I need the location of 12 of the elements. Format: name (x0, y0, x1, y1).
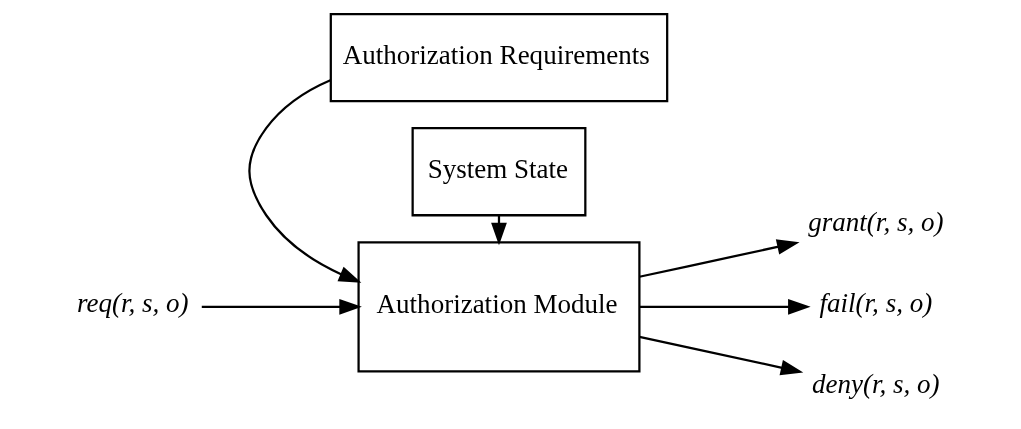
node-text: deny(r, s, o) (811, 369, 940, 400)
node-text: grant(r, s, o) (807, 206, 943, 237)
arrow (201, 298, 362, 315)
node-box: System State (411, 127, 586, 217)
arrow (638, 335, 803, 376)
arrow (247, 79, 361, 283)
node-text: req(r, s, o) (76, 287, 189, 318)
node-box: Authorization Module (356, 241, 640, 373)
node-text: fail(r, s, o) (819, 287, 932, 318)
arrow (638, 298, 811, 315)
arrow (638, 239, 800, 278)
node-box: Authorization Requirements (329, 12, 668, 103)
